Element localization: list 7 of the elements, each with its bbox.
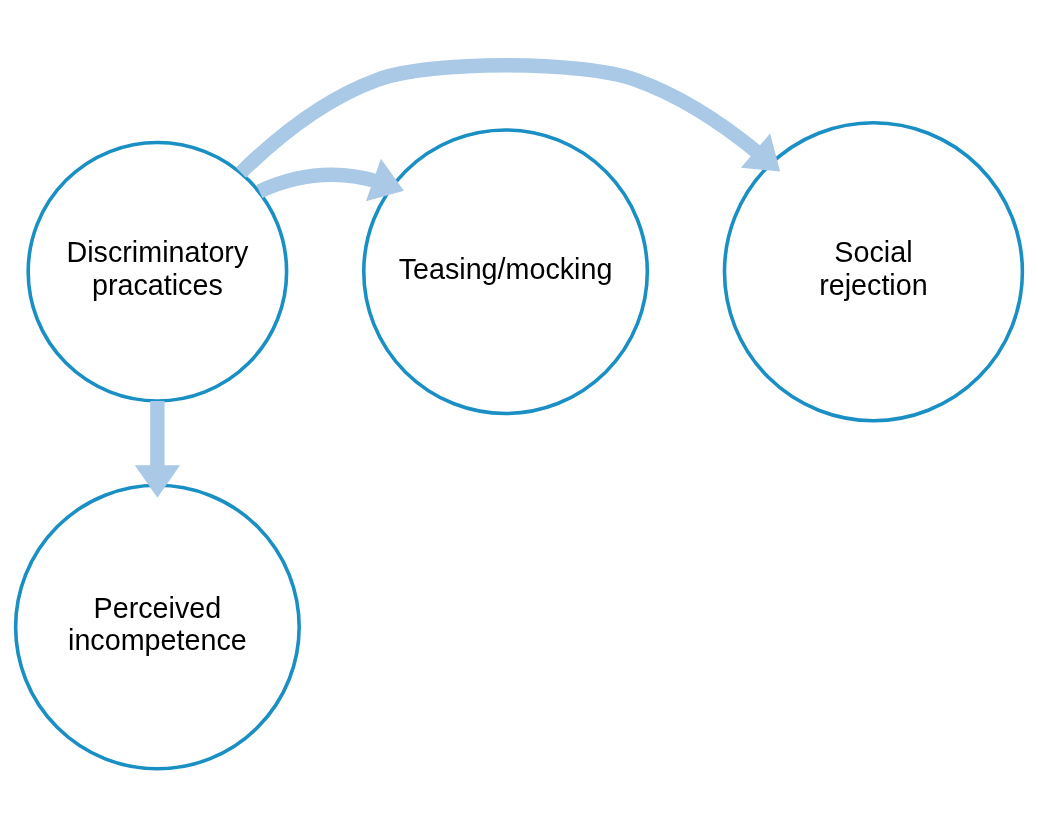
node-circle: Perceived incompetence (13, 483, 301, 771)
arrow (235, 58, 781, 178)
node-circle: Social rejection (722, 120, 1025, 423)
node-circle: Discriminatory pracatices (26, 140, 289, 403)
arrow (134, 401, 180, 498)
arrow (256, 158, 404, 202)
node-circle: Teasing/mocking (361, 128, 650, 416)
